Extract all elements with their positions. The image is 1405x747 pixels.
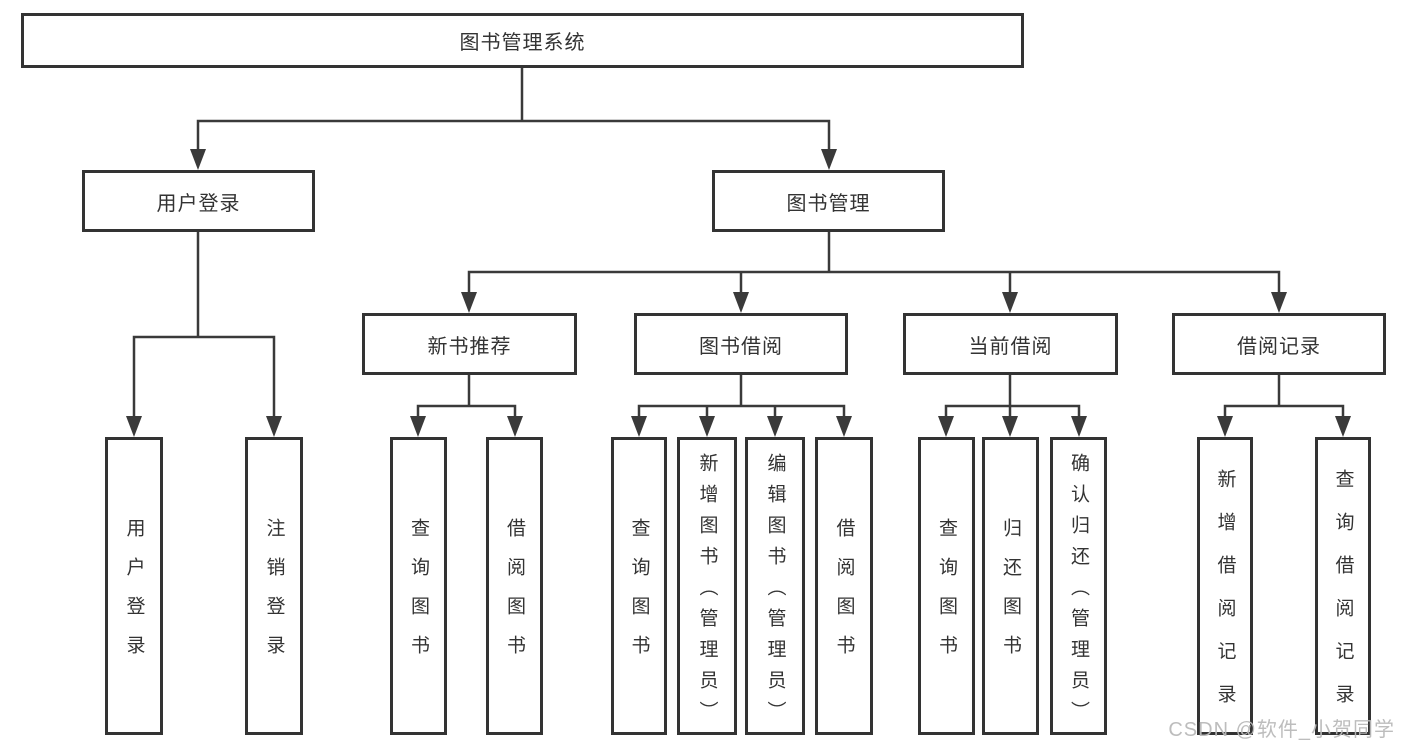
leaf-borrow-query-book-label: 查询图书 (628, 518, 650, 674)
leaf-records-query-record: 查询借阅记录 (1315, 437, 1371, 735)
leaf-current-query-book: 查询图书 (918, 437, 975, 735)
node-book-borrowing: 图书借阅 (634, 313, 848, 375)
node-user-login-label: 用户登录 (156, 192, 241, 215)
leaf-borrow-borrow-book: 借阅图书 (815, 437, 873, 735)
node-current-borrowing: 当前借阅 (903, 313, 1118, 375)
node-system-root: 图书管理系统 (21, 13, 1024, 68)
tree-edges (132, 66, 1345, 424)
leaf-user-login-label: 用户登录 (123, 518, 145, 674)
leaf-current-return-book-label: 归还图书 (1000, 518, 1021, 674)
node-new-book-recommend-label: 新书推荐 (427, 335, 512, 358)
leaf-recommend-query-book-label: 查询图书 (408, 518, 429, 674)
node-current-borrowing-label: 当前借阅 (968, 335, 1053, 358)
node-book-borrowing-label: 图书借阅 (699, 335, 783, 358)
leaf-borrow-borrow-book-label: 借阅图书 (833, 518, 855, 674)
node-book-management-label: 图书管理 (786, 192, 871, 215)
csdn-watermark: CSDN @软件_小贺同学 (1168, 719, 1395, 741)
leaf-current-confirm-return-admin: 确认归还（管理员） (1050, 437, 1107, 735)
leaf-current-confirm-return-admin-label: 确认归还（管理员） (1068, 452, 1089, 732)
leaf-records-query-record-label: 查询借阅记录 (1332, 469, 1354, 727)
node-user-login: 用户登录 (82, 170, 315, 232)
leaf-recommend-borrow-book-label: 借阅图书 (504, 518, 525, 674)
leaf-borrow-edit-book-admin-label: 编辑图书（管理员） (764, 452, 786, 732)
node-system-root-label: 图书管理系统 (459, 32, 586, 54)
node-borrow-records: 借阅记录 (1172, 313, 1386, 375)
leaf-logout-label: 注销登录 (263, 518, 285, 674)
leaf-user-login: 用户登录 (105, 437, 163, 735)
leaf-records-add-record-label: 新增借阅记录 (1214, 469, 1236, 727)
leaf-borrow-query-book: 查询图书 (611, 437, 667, 735)
leaf-borrow-add-book-admin-label: 新增图书（管理员） (696, 452, 718, 732)
node-borrow-records-label: 借阅记录 (1237, 335, 1321, 358)
leaf-current-query-book-label: 查询图书 (936, 518, 957, 674)
leaf-recommend-borrow-book: 借阅图书 (486, 437, 543, 735)
arrowheads (126, 149, 1351, 437)
leaf-records-add-record: 新增借阅记录 (1197, 437, 1253, 735)
node-book-management: 图书管理 (712, 170, 945, 232)
leaf-borrow-edit-book-admin: 编辑图书（管理员） (745, 437, 805, 735)
leaf-recommend-query-book: 查询图书 (390, 437, 447, 735)
node-new-book-recommend: 新书推荐 (362, 313, 577, 375)
leaf-borrow-add-book-admin: 新增图书（管理员） (677, 437, 737, 735)
leaf-current-return-book: 归还图书 (982, 437, 1039, 735)
leaf-logout: 注销登录 (245, 437, 303, 735)
